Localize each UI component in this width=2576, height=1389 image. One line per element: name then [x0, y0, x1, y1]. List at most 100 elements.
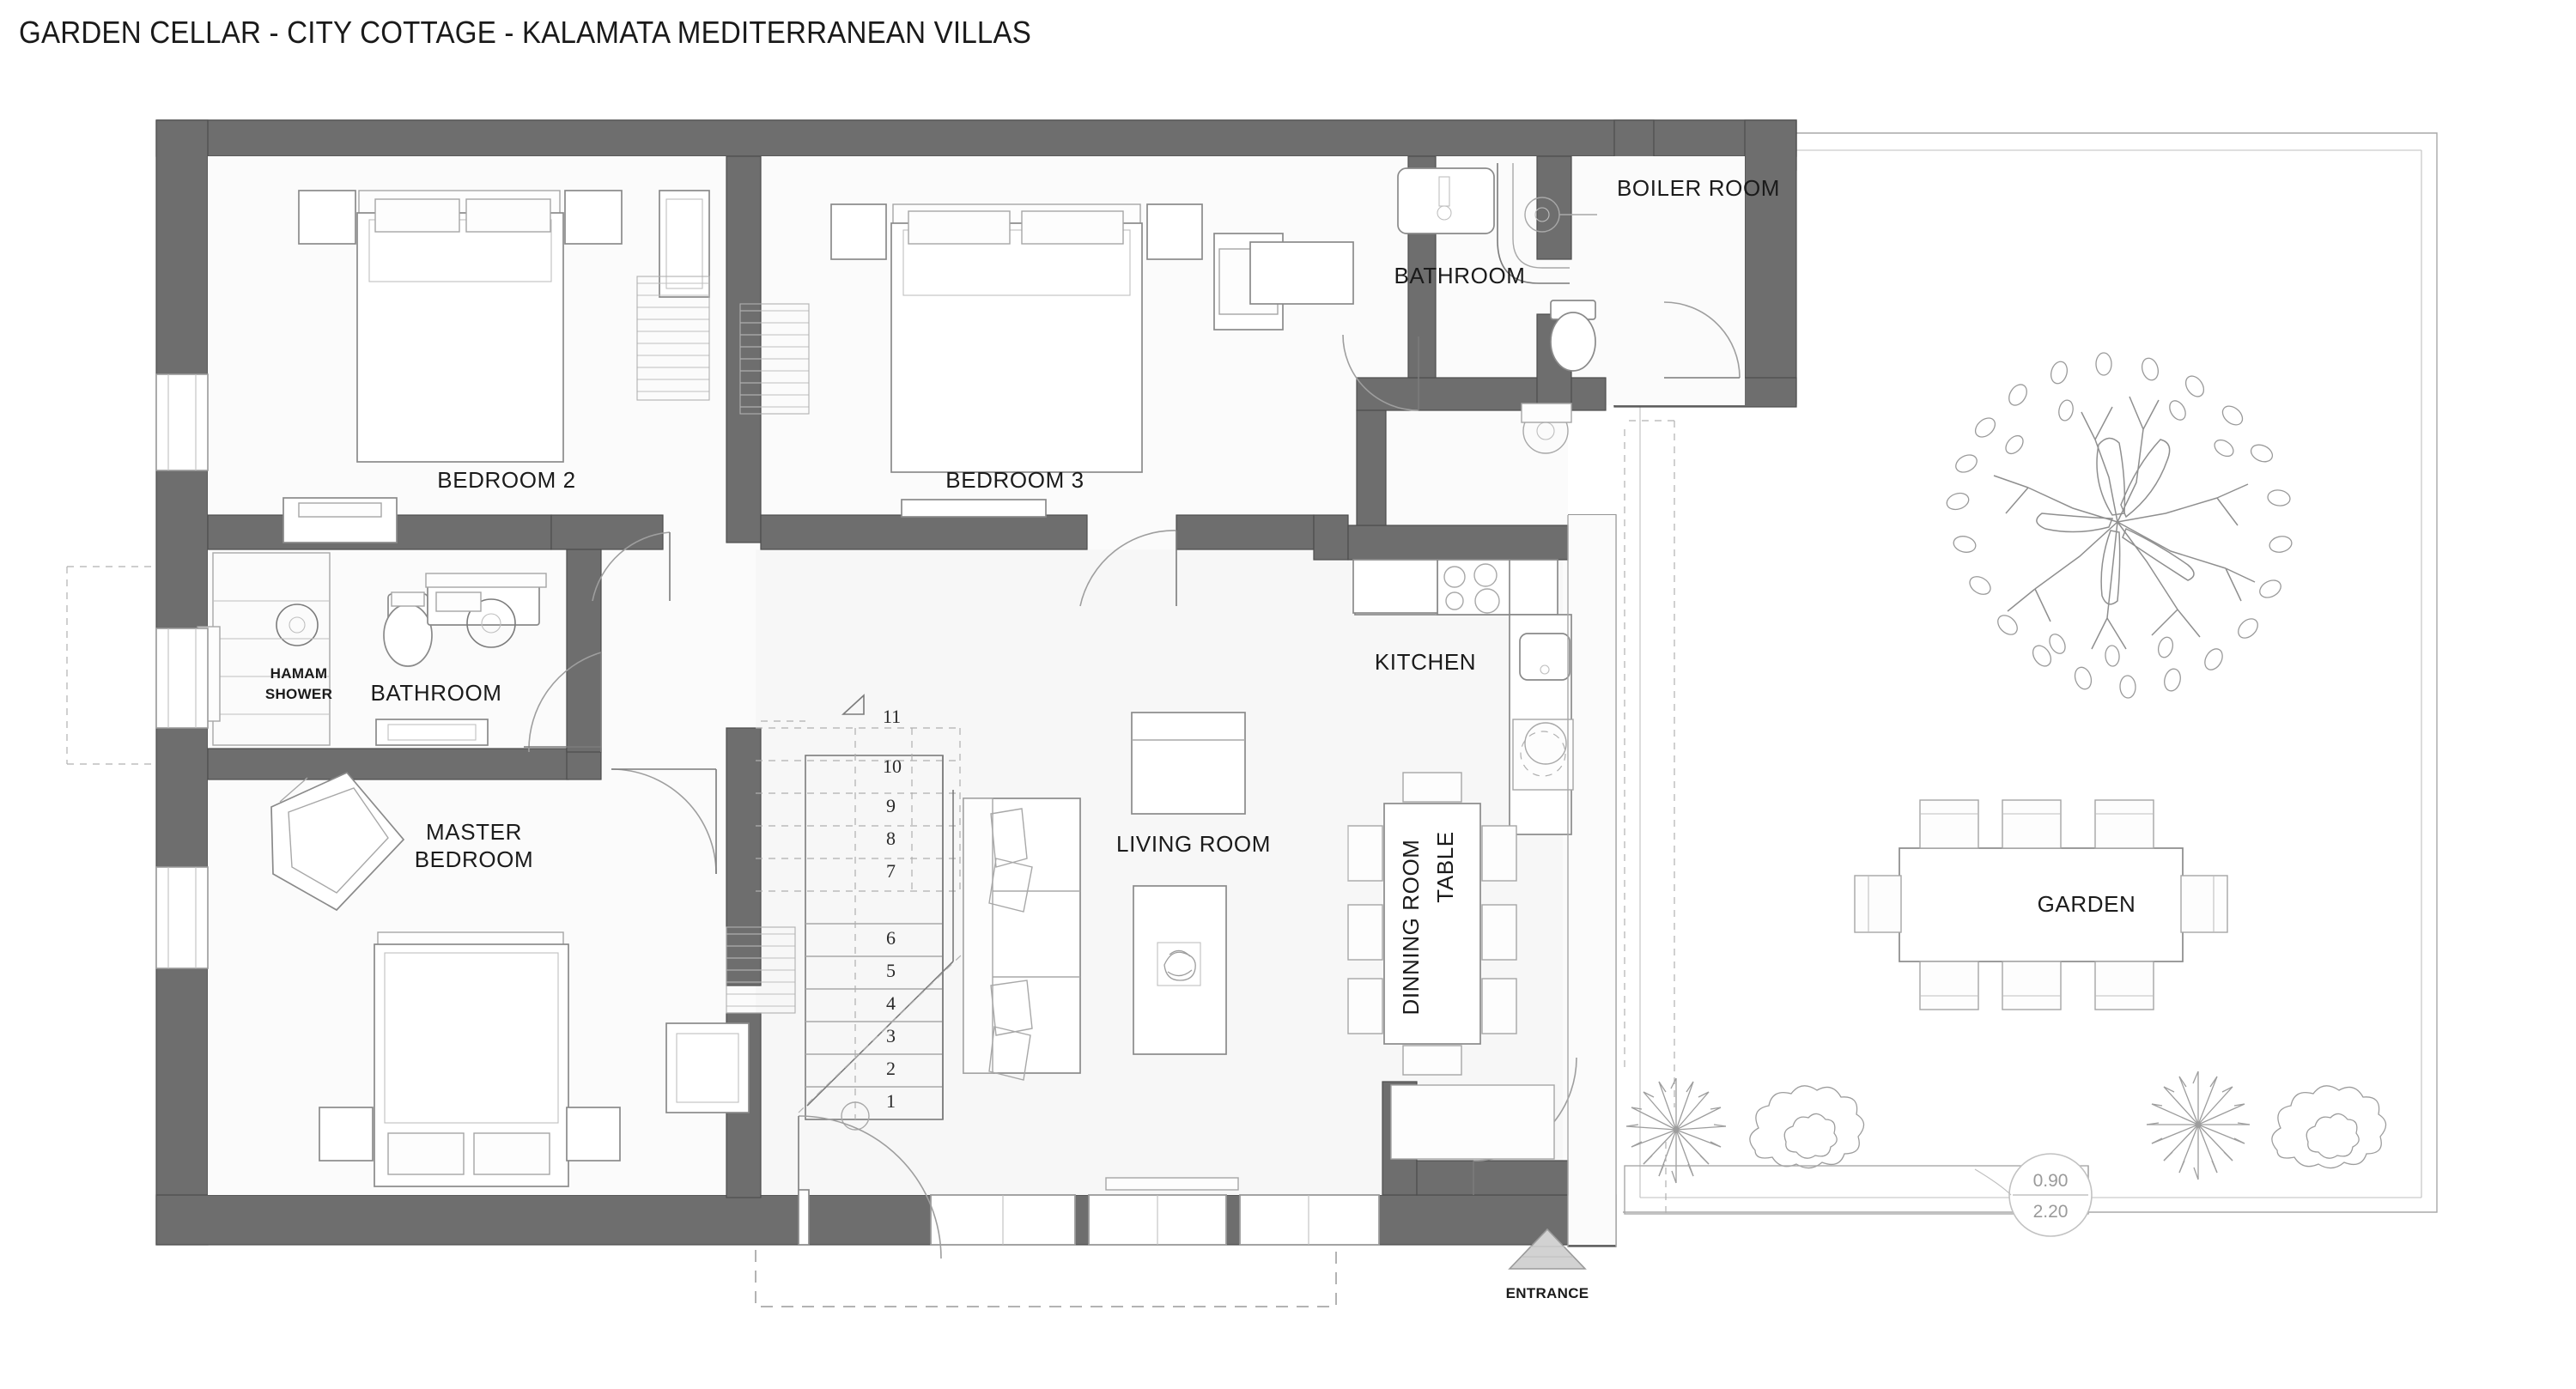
- window-left-2: [155, 628, 209, 729]
- bathroom-upper: BATHROOM: [1342, 163, 1597, 411]
- outdoor-chair: [1854, 875, 1902, 933]
- kitchen: KITCHEN: [1352, 559, 1574, 835]
- wardrobe: [659, 190, 710, 298]
- master-wardrobe-rail: [726, 926, 796, 1014]
- stair-direction-line: [806, 961, 954, 1107]
- living-room: LIVING ROOM: [963, 712, 1271, 1081]
- side-cabinet: [1249, 241, 1354, 305]
- master-bedroom: MASTER BEDROOM: [270, 768, 796, 1187]
- nightstand-right: [1146, 203, 1203, 260]
- window-left-3: [155, 866, 209, 969]
- outdoor-chair: [2002, 961, 2062, 1010]
- exterior-projection-left: [66, 566, 156, 765]
- stair-tread-9: 9: [886, 795, 896, 816]
- garden-shrubs: [1624, 1071, 2387, 1215]
- armchair: [270, 771, 405, 912]
- porch-outline: [755, 1250, 1337, 1307]
- room-label-bedroom-2: BEDROOM 2: [437, 467, 575, 493]
- garden-dashed-edge: [1623, 420, 1675, 1107]
- kitchen-cabinet: [1352, 559, 1438, 614]
- dining-chair: [1481, 978, 1517, 1034]
- stair-start-marker: [841, 1101, 870, 1131]
- outdoor-chair: [2002, 799, 2062, 849]
- room-label-kitchen: KITCHEN: [1375, 649, 1476, 675]
- page-title: GARDEN CELLAR - CITY COTTAGE - KALAMATA …: [19, 15, 1032, 50]
- spiky-plant: [2146, 1071, 2251, 1180]
- outdoor-chair: [2094, 961, 2154, 1010]
- wardrobe-rail: [636, 276, 710, 401]
- room-label-bedroom-3: BEDROOM 3: [945, 467, 1084, 493]
- label-dining-table-line2: TABLE: [1432, 831, 1458, 902]
- corridor-fixtures: [1521, 403, 1625, 1073]
- garden-furniture: GARDEN: [1854, 799, 2228, 1010]
- nightstand-left: [319, 1107, 374, 1162]
- outdoor-chair: [2094, 799, 2154, 849]
- stair-up-arrow-icon: [841, 694, 865, 715]
- bedroom-2: BEDROOM 2: [283, 190, 810, 602]
- garden-door: [1390, 1057, 1577, 1195]
- door-swing-master: [611, 768, 717, 875]
- kitchen-sink: [1519, 633, 1571, 681]
- door-dimension-tag: 0.90 2.20: [1974, 1153, 2093, 1237]
- bathtub: [1497, 163, 1597, 284]
- dining-chair: [1347, 978, 1383, 1034]
- dining-area: DINNING ROOM TABLE: [1347, 772, 1517, 1076]
- stair-tread-1: 1: [886, 1090, 896, 1112]
- label-hamam-line2: SHOWER: [265, 686, 332, 702]
- dresser: [665, 1022, 750, 1113]
- door-swing-boiler: [1663, 301, 1741, 379]
- cooktop-4-burner: [1437, 559, 1510, 616]
- entrance-marker: ENTRANCE: [1506, 1228, 1589, 1301]
- nightstand-left: [830, 203, 887, 260]
- stair-tread-2: 2: [886, 1058, 896, 1079]
- room-label-garden: GARDEN: [2038, 891, 2136, 917]
- bed: [356, 212, 564, 463]
- nightstand-right: [564, 190, 623, 245]
- spiky-plant: [1625, 1077, 1727, 1184]
- nightstand-left: [298, 190, 356, 245]
- label-master-line1: MASTER: [426, 819, 522, 845]
- dim-width: 0.90: [2033, 1171, 2069, 1191]
- outdoor-chair: [1919, 961, 1979, 1010]
- window-bottom-3: [1239, 1194, 1380, 1246]
- dining-chair: [1481, 825, 1517, 882]
- misc-detail-lines: [761, 515, 1617, 1246]
- stair-tread-6: 6: [886, 927, 896, 949]
- bedroom-3: BEDROOM 3: [830, 203, 1354, 607]
- toilet: [383, 591, 433, 667]
- windows: [66, 373, 1380, 1246]
- dining-chair: [1402, 1045, 1462, 1076]
- room-label-boiler-room: BOILER ROOM: [1617, 175, 1780, 201]
- dining-chair: [1347, 904, 1383, 961]
- door-swing-bathroom: [528, 652, 602, 753]
- stair-tread-11: 11: [883, 706, 901, 727]
- interior-partitions: [207, 155, 1607, 1198]
- stair-tread-7: 7: [886, 860, 896, 882]
- upper-toilet: [1550, 300, 1596, 372]
- bed: [890, 222, 1143, 473]
- entrance-door-assembly: [755, 1115, 1337, 1307]
- stair-tread-8: 8: [886, 828, 896, 849]
- dining-table: [1383, 803, 1481, 1045]
- dining-chair: [1481, 904, 1517, 961]
- room-label-bathroom-main: BATHROOM: [370, 680, 501, 706]
- shower-drain: [276, 604, 319, 646]
- bench: [901, 499, 1047, 518]
- decorative-bowl: [1157, 942, 1201, 986]
- room-label-living-room: LIVING ROOM: [1116, 831, 1271, 857]
- tv-cabinet: [1131, 712, 1246, 815]
- cloud-bush: [2271, 1085, 2387, 1169]
- stair-tread-5: 5: [886, 960, 896, 981]
- plan-title-bar: GARDEN CELLAR - CITY COTTAGE - KALAMATA …: [19, 9, 1736, 57]
- boiler-room: BOILER ROOM: [1617, 156, 1780, 379]
- dim-height: 2.20: [2033, 1202, 2069, 1222]
- door-swing-entrance: [798, 1115, 942, 1259]
- door-swing-bedroom-2: [592, 531, 671, 602]
- sofa: [963, 798, 1081, 1081]
- cloud-bush: [1749, 1085, 1865, 1169]
- upper-washbasin: [1397, 167, 1495, 234]
- label-master-line2: BEDROOM: [415, 846, 534, 872]
- stair-tread-4: 4: [886, 992, 896, 1014]
